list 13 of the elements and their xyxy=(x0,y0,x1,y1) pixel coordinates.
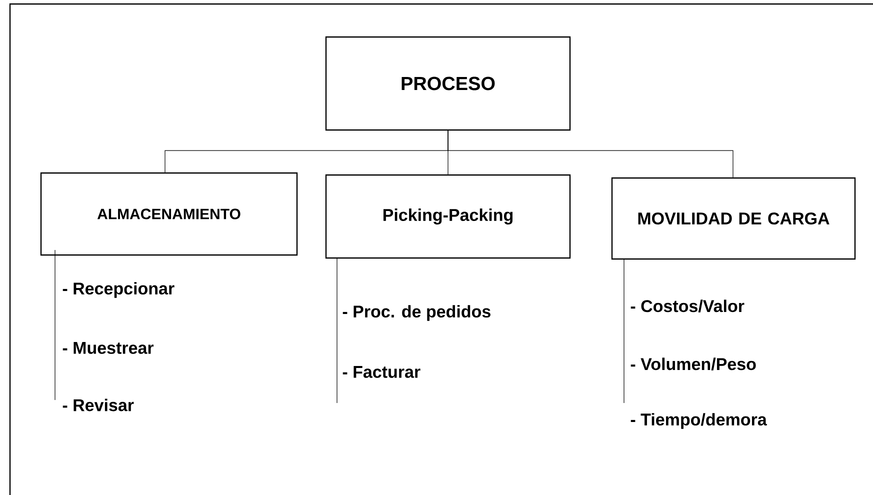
list-item: - Costos/Valor xyxy=(630,300,744,312)
process-box: Picking-Packing xyxy=(325,174,571,259)
list-item: - Proc. de pedidos xyxy=(342,305,490,321)
list-item: - Volumen/Peso xyxy=(630,358,756,370)
process-box: MOVILIDAD DE CARGA xyxy=(611,177,856,260)
list-item: - Revisar xyxy=(62,398,134,412)
list-item: - Facturar xyxy=(342,366,420,378)
list-item: - Recepcionar xyxy=(62,282,174,298)
connector-line xyxy=(448,130,734,178)
process-box: PROCESO xyxy=(325,36,571,131)
list-item: - Muestrear xyxy=(62,342,154,354)
list-item: - Tiempo/demora xyxy=(630,413,767,429)
process-box: ALMACENAMIENTO xyxy=(40,172,298,256)
